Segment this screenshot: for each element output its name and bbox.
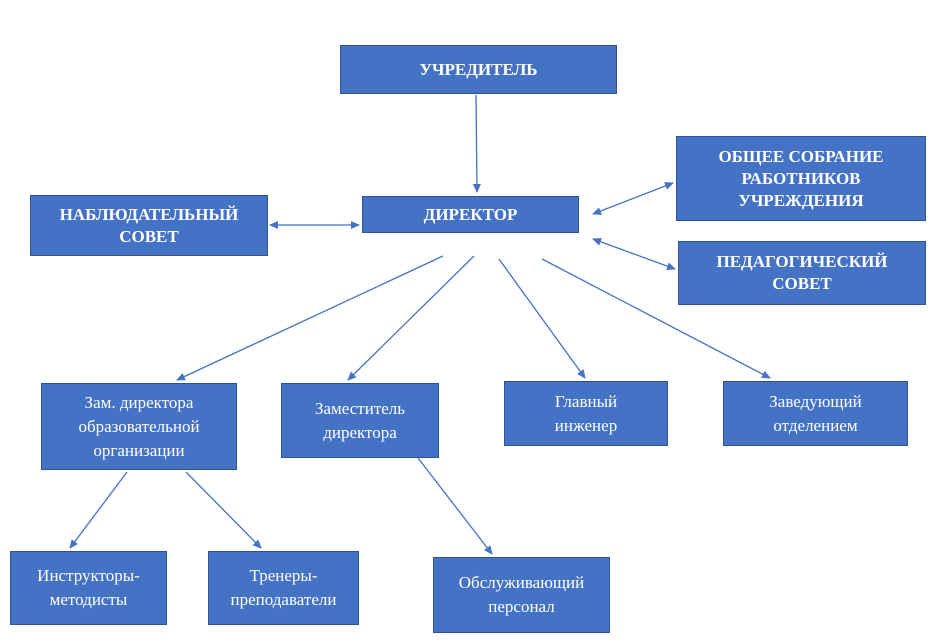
director-to-deputy-edu-arrow xyxy=(176,255,444,381)
director-pedagogical-arrow xyxy=(592,237,676,271)
deputy-director-edu-box: Зам. директора образовательной организац… xyxy=(41,383,237,470)
director-box: ДИРЕКТОР xyxy=(362,196,579,233)
director-assembly-arrow xyxy=(592,182,674,215)
coaches-teachers-box: Тренеры- преподаватели xyxy=(208,551,359,625)
founder-to-director-arrow xyxy=(472,94,481,193)
instructors-methodists-box: Инструкторы- методисты xyxy=(10,551,167,625)
pedagogical-council-box: ПЕДАГОГИЧЕСКИЙ СОВЕТ xyxy=(678,241,926,305)
deputy-edu-to-coaches-arrow xyxy=(185,471,262,549)
general-assembly-box: ОБЩЕЕ СОБРАНИЕ РАБОТНИКОВ УЧРЕЖДЕНИЯ xyxy=(676,136,926,221)
connectors xyxy=(69,94,771,555)
service-staff-box: Обслуживающий персонал xyxy=(433,557,610,633)
founder-box: УЧРЕДИТЕЛЬ xyxy=(340,45,617,94)
deputy-edu-to-instructors-arrow xyxy=(69,471,128,549)
director-to-deputy-arrow xyxy=(347,255,475,381)
head-of-department-box: Заведующий отделением xyxy=(723,381,908,446)
supervisory-board-box: НАБЛЮДАТЕЛЬНЫЙ СОВЕТ xyxy=(30,195,268,256)
deputy-director-box: Заместитель директора xyxy=(281,383,439,458)
deputy-to-staff-arrow xyxy=(417,457,493,555)
director-to-engineer-arrow xyxy=(498,258,586,379)
chief-engineer-box: Главный инженер xyxy=(504,381,668,446)
